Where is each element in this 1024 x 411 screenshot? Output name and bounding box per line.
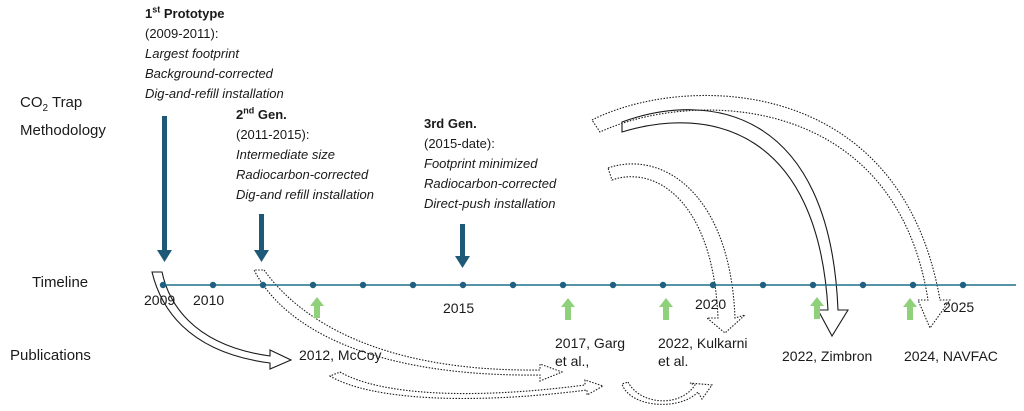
second-gen-num: 2	[236, 107, 244, 122]
timeline-dot	[859, 281, 867, 289]
methodology-label-trap: Trap	[48, 94, 83, 111]
timeline-dot	[159, 281, 167, 289]
methodology-label-subscript: 2	[42, 103, 49, 114]
curve-arrow-2011-to-garg	[253, 269, 564, 382]
first-gen-detail: Dig-and-refill installation	[145, 86, 284, 101]
publication-arrow	[810, 297, 824, 319]
timeline-dot	[609, 281, 617, 289]
publication-zimbron: 2022, Zimbron	[782, 348, 873, 364]
second-gen-block: 2nd Gen. (2011-2015): Intermediate size …	[236, 105, 374, 205]
publication-garg-line1: 2017, Garg	[555, 335, 626, 351]
timeline-dot	[359, 281, 367, 289]
publication-arrow	[903, 298, 917, 320]
timeline-dot	[709, 281, 717, 289]
first-gen-num: 1	[145, 6, 153, 21]
third-gen-detail: Radiocarbon-corrected	[424, 176, 557, 191]
third-gen-detail: Footprint minimized	[424, 156, 538, 171]
first-gen-name: Prototype	[160, 6, 225, 21]
timeline-dot	[659, 281, 667, 289]
curve-arrow-2009-to-mccoy	[151, 271, 293, 370]
timeline-dot	[809, 281, 817, 289]
first-gen-arrow	[157, 116, 172, 262]
timeline-dot	[459, 281, 467, 289]
first-gen-sup: st	[152, 4, 161, 15]
publication-kulkarni: 2022, Kulkarni et al.	[658, 334, 748, 370]
publications-label: Publications	[10, 347, 91, 364]
timeline-dot	[759, 281, 767, 289]
third-gen-arrow	[455, 224, 470, 268]
second-gen-detail: Dig-and refill installation	[236, 187, 375, 202]
third-gen-years: (2015-date):	[424, 136, 495, 151]
timeline-dot	[509, 281, 517, 289]
publication-mccoy: 2012, McCoy	[299, 347, 382, 363]
first-gen-detail: Largest footprint	[145, 46, 239, 61]
first-gen-title: 1st Prototype	[145, 4, 284, 24]
second-gen-detail: Radiocarbon-corrected	[236, 167, 369, 182]
second-gen-years: (2011-2015):	[236, 127, 310, 142]
curve-arrow-2011-to-garg-lower	[328, 371, 605, 400]
second-gen-name: Gen.	[254, 107, 287, 122]
first-gen-detail: Background-corrected	[145, 66, 273, 81]
publication-garg-line2: et al.,	[555, 353, 590, 369]
methodology-label-line2: Methodology	[20, 122, 106, 139]
second-gen-detail: Intermediate size	[236, 147, 335, 162]
curve-arrow-navfac	[591, 95, 952, 330]
timeline-dot	[409, 281, 417, 289]
publication-arrow	[659, 298, 673, 320]
first-gen-years: (2009-2011):	[145, 26, 219, 41]
first-gen-block: 1st Prototype (2009-2011): Largest footp…	[145, 4, 284, 104]
third-gen-title: 3rd Gen.	[424, 116, 477, 131]
publication-arrow	[310, 297, 324, 318]
timeline-label: Timeline	[32, 274, 89, 291]
second-gen-title: 2nd Gen.	[236, 105, 374, 125]
curve-arrow-lower-kulkarni	[621, 381, 714, 405]
timeline-dot	[559, 281, 567, 289]
publication-kulkarni-line1: 2022, Kulkarni	[658, 335, 748, 351]
year-label-2015: 2015	[443, 300, 475, 316]
timeline-dot	[259, 281, 267, 289]
third-gen-block: 3rd Gen. (2015-date): Footprint minimize…	[424, 114, 556, 214]
year-label-2025: 2025	[943, 299, 975, 315]
curve-arrow-zimbron	[621, 109, 849, 338]
publication-garg: 2017, Garg et al.,	[555, 334, 625, 370]
second-gen-arrow	[254, 214, 269, 262]
methodology-label-co: CO	[20, 94, 43, 111]
publication-kulkarni-line2: et al.	[658, 353, 689, 369]
timeline-dot	[209, 281, 217, 289]
year-label-2009: 2009	[144, 292, 176, 308]
publication-arrow	[561, 298, 575, 320]
timeline-dot	[959, 281, 967, 289]
year-label-2010: 2010	[193, 292, 225, 308]
timeline-dot	[309, 281, 317, 289]
third-gen-detail: Direct-push installation	[424, 196, 556, 211]
year-label-2020: 2020	[695, 296, 727, 312]
methodology-label: CO2 Trap Methodology	[20, 92, 106, 142]
publication-navfac: 2024, NAVFAC	[904, 348, 998, 364]
second-gen-sup: nd	[243, 105, 255, 116]
timeline-dot	[909, 281, 917, 289]
